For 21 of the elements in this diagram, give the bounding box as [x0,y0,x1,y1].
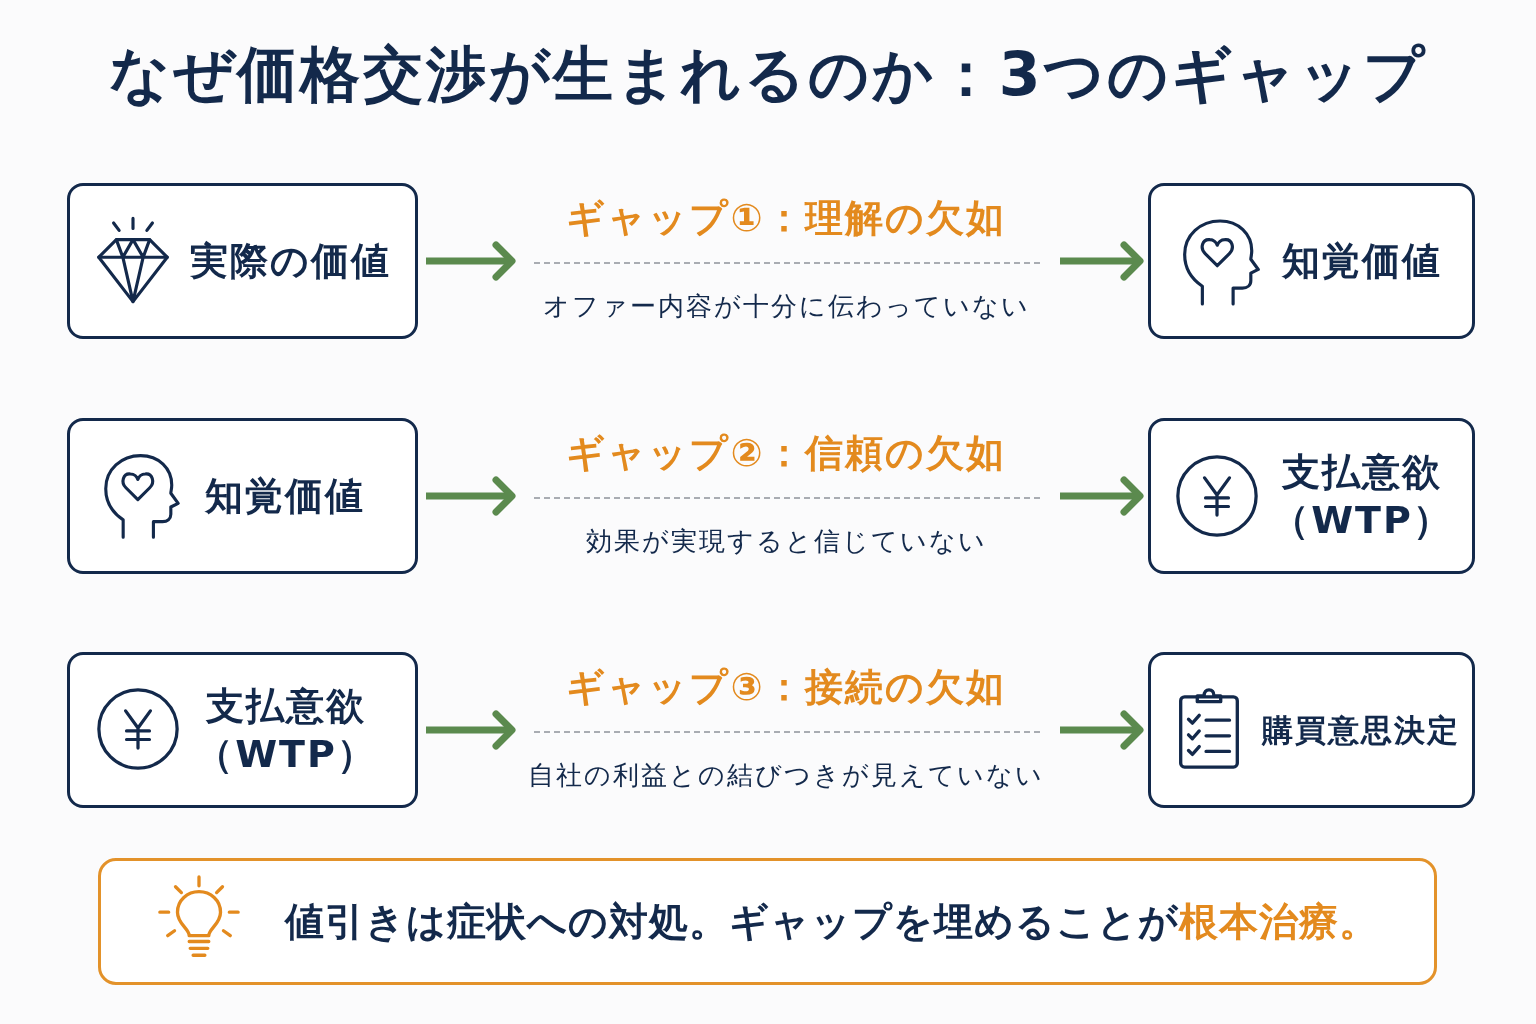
callout-box [98,858,1437,985]
step-box [67,183,418,339]
box-label: 支払意欲（WTP） [194,683,378,778]
gap-description: 自社の利益との結びつきが見えていない [528,759,1044,792]
step-box [1148,652,1475,808]
takeaway-text: 値引きは症状への対処。ギャップを埋めることが根本治療。 [285,897,1379,946]
gap-description: 効果が実現すると信じていない [585,525,987,558]
gap-heading: ギャップ③：接続の欠如 [566,664,1006,711]
gap-heading: ギャップ①：理解の欠如 [566,195,1006,242]
box-label: 支払意欲（WTP） [1270,449,1454,544]
box-label: 購買意思決定 [1262,711,1460,750]
page-title: なぜ価格交渉が生まれるのか：3つのギャップ [108,38,1428,111]
step-box [67,418,418,574]
box-label: 実際の価値 [190,238,391,285]
box-label: 知覚価値 [1282,238,1442,285]
step-box [67,652,418,808]
step-box [1148,418,1475,574]
step-box [1148,183,1475,339]
box-label: 知覚価値 [205,473,365,520]
gap-heading: ギャップ②：信頼の欠如 [566,430,1006,477]
gap-description: オファー内容が十分に伝わっていない [542,290,1030,323]
